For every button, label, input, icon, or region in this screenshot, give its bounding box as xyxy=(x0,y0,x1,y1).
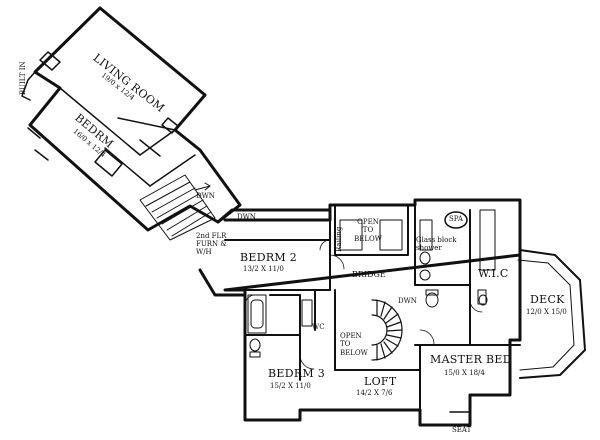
west-wing-inner-walls xyxy=(21,51,196,187)
master-bed-size: 15/0 X 18/4 xyxy=(444,369,485,377)
bedrm-2-size: 13/2 X 11/0 xyxy=(243,265,284,273)
open-below-1-label: OPEN TO BELOW xyxy=(354,218,382,243)
deck-size: 12/0 X 15/0 xyxy=(526,308,567,316)
master-bed-label: MASTER BED xyxy=(430,353,512,366)
wc-label: WC xyxy=(312,323,325,331)
bridge-label: BRIDGE xyxy=(352,270,386,279)
west-wing-walls xyxy=(28,6,242,232)
connector-walls xyxy=(198,208,332,297)
seat xyxy=(449,411,471,426)
spiral-stair xyxy=(371,299,403,361)
loft-label: LOFT xyxy=(364,375,397,388)
deck-label: DECK xyxy=(530,293,565,306)
glass-block-label: Glass block shower xyxy=(416,236,457,253)
loft-size: 14/2 X 7/6 xyxy=(356,389,393,397)
bedrm-3-size: 15/2 X 11/0 xyxy=(270,382,311,390)
furnace-label: 2nd FLR FURN & W/H xyxy=(196,232,227,257)
railing-label: Railing xyxy=(335,226,343,252)
bedrm-3-label: BEDRM 3 xyxy=(268,367,326,380)
bedrm-2-label: BEDRM 2 xyxy=(240,251,298,264)
built-in-label: BUILT IN xyxy=(19,61,27,95)
door-swings xyxy=(244,239,483,370)
west-stair xyxy=(139,174,216,241)
hall-dwn-label: DWN xyxy=(237,213,256,221)
wic-label: W.I.C xyxy=(478,267,509,280)
seat-label: SEAT xyxy=(452,426,472,434)
open-below-2-label: OPEN TO BELOW xyxy=(340,332,368,357)
spa-icon xyxy=(444,211,468,229)
spa-label: SPA xyxy=(449,215,463,223)
spiral-dwn-label: DWN xyxy=(398,297,417,305)
deck-walls xyxy=(517,249,586,379)
west-stair-dwn-label: DWN xyxy=(196,192,215,200)
